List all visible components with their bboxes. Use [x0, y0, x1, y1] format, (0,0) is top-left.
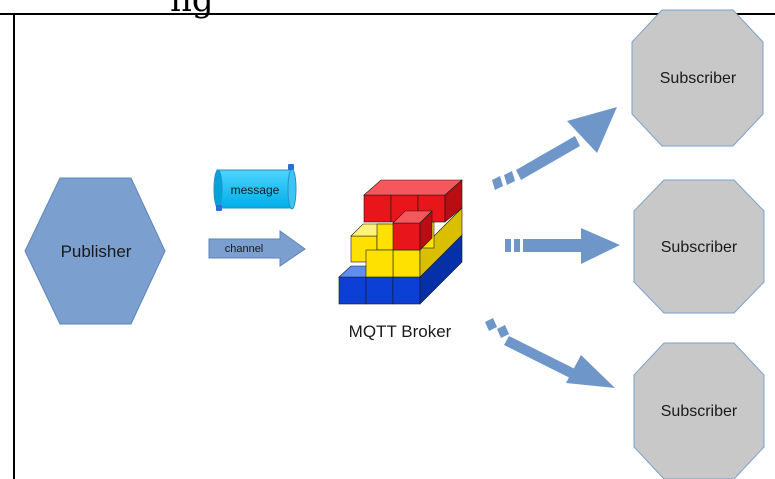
- subscriber-label-1: Subscriber: [660, 70, 737, 87]
- subscriber-node-1: [631, 9, 764, 147]
- channel-arrow: [208, 230, 306, 267]
- message-label: message: [231, 183, 280, 197]
- broker-cube-icon: [338, 179, 463, 305]
- arrow-to-subscriber-2: [505, 228, 620, 264]
- arrow-to-subscriber-3: [485, 318, 615, 388]
- subscriber-label-2: Subscriber: [661, 239, 738, 256]
- subscriber-node-3: [633, 342, 765, 479]
- publisher-node: [24, 177, 166, 325]
- arrow-to-subscriber-1: [492, 107, 617, 190]
- publisher-label: Publisher: [61, 242, 132, 261]
- broker-label: MQTT Broker: [349, 322, 452, 341]
- channel-label: channel: [225, 243, 264, 255]
- subscriber-node-2: [633, 179, 765, 314]
- message-scroll: [213, 164, 297, 211]
- title-fragment: ng: [170, 0, 214, 20]
- subscriber-label-3: Subscriber: [661, 403, 738, 420]
